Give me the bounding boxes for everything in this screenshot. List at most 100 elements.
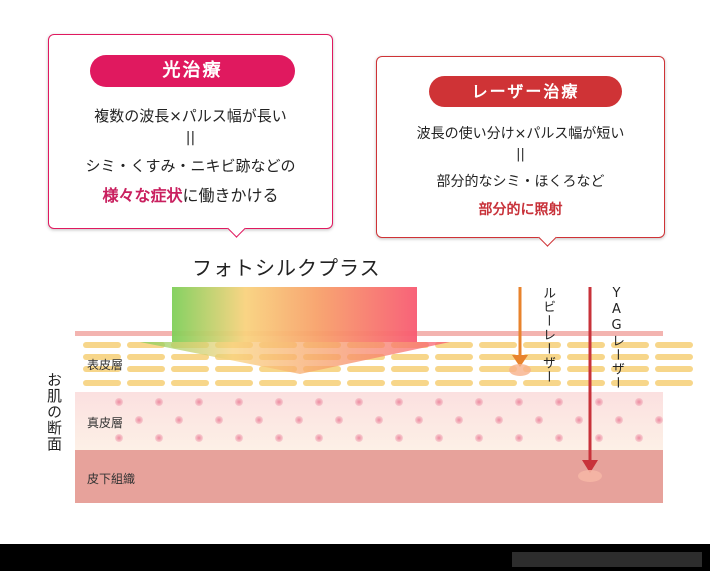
epidermis-cell [611,342,649,348]
dermis-cell [295,416,303,424]
epidermis-cell [127,354,165,360]
dermis-cell [355,434,363,442]
epidermis-cell [655,354,693,360]
dermis-cell [115,398,123,406]
dermis-cell [115,434,123,442]
dermis-cell [175,416,183,424]
dermis-cell [335,416,343,424]
ruby-laser-label: ルビーレーザー [540,286,555,384]
epidermis-cell [567,380,605,386]
dermis-cell [475,398,483,406]
light-therapy-callout: 光治療 複数の波長×パルス幅が長い || シミ・くすみ・ニキビ跡などの 様々な症… [48,34,333,238]
dermis-cell [135,416,143,424]
dermis-cell [555,434,563,442]
dermis-cell [555,398,563,406]
light-therapy-line4: 様々な症状に働きかける [49,182,332,206]
dermis-cell [475,434,483,442]
epidermis-cell [479,380,517,386]
light-therapy-line1: 複数の波長×パルス幅が長い [94,107,287,125]
epidermis-cell [655,380,693,386]
epidermis-cell [391,380,429,386]
epidermis-cell [479,354,517,360]
dermis-cell [635,398,643,406]
light-therapy-line4-rest: に働きかける [182,186,279,205]
yag-laser-label: YAGレーザー [609,286,624,390]
epidermis-cell [435,380,473,386]
epidermis-cell [171,354,209,360]
laser-therapy-line1: 波長の使い分け×パルス幅が短い [416,126,625,142]
epidermis-cell [655,366,693,372]
dermis-cell [655,416,663,424]
epidermis-cell [83,354,121,360]
dermis-cell [395,434,403,442]
dermis-cell [235,434,243,442]
subcutaneous-label: 皮下組織 [87,472,136,486]
epidermis-cell [435,366,473,372]
skin-section-label: お肌の断面 [45,372,63,452]
dermis-layer [75,392,663,450]
epidermis-cell [83,342,121,348]
light-therapy-line3: シミ・くすみ・ニキビ跡などの [85,157,296,175]
epidermis-cell [655,342,693,348]
laser-therapy-highlight: 部分的に照射 [478,202,563,218]
dermis-cell [275,434,283,442]
light-therapy-title: 光治療 [90,55,295,87]
dermis-cell [235,398,243,406]
epidermis-cell [479,342,517,348]
epidermis-cell [391,354,429,360]
dermis-cell [595,398,603,406]
epidermis-cell [391,366,429,372]
dermis-cell [215,416,223,424]
epidermis-cell [171,366,209,372]
dermis-cell [615,416,623,424]
epidermis-label: 表皮層 [87,358,124,372]
epidermis-cell [83,366,121,372]
epidermis-cell [435,342,473,348]
dermis-cell [275,398,283,406]
dermis-cell [255,416,263,424]
dermis-cell [415,416,423,424]
epidermis-cell [215,366,253,372]
epidermis-cell [523,354,561,360]
dermis-cell [515,398,523,406]
dermis-cell [315,434,323,442]
epidermis-cell [479,366,517,372]
light-therapy-highlight: 様々な症状 [102,186,183,205]
epidermis-cell [567,366,605,372]
epidermis-cell [259,380,297,386]
epidermis-cell [523,380,561,386]
dermis-cell [595,434,603,442]
bottom-bar [0,544,710,571]
epidermis-cell [611,380,649,386]
epidermis-cell [83,380,121,386]
dermis-cell [535,416,543,424]
dermis-cell [635,434,643,442]
epidermis-cell [567,342,605,348]
laser-therapy-title: レーザー治療 [429,76,622,107]
dermis-cell [455,416,463,424]
epidermis-cell [523,342,561,348]
epidermis-cell [127,380,165,386]
epidermis-cell [347,380,385,386]
dermis-cell [495,416,503,424]
dermis-cell [375,416,383,424]
dermis-cell [155,398,163,406]
laser-therapy-callout: レーザー治療 波長の使い分け×パルス幅が短い || 部分的なシミ・ほくろなど 部… [376,56,665,247]
dermis-cell [515,434,523,442]
laser-therapy-equals: || [516,147,525,162]
epidermis-cell [215,380,253,386]
epidermis-cell [435,354,473,360]
epidermis-cell [347,366,385,372]
epidermis-cell [303,380,341,386]
epidermis-cell [171,380,209,386]
dermis-cell [195,398,203,406]
epidermis-cell [611,366,649,372]
epidermis-cell [127,342,165,348]
dermis-cell [575,416,583,424]
epidermis-cell [523,366,561,372]
epidermis-cell [567,354,605,360]
dermis-cell [395,398,403,406]
dermis-label: 真皮層 [87,416,124,430]
dermis-cell [435,398,443,406]
dermis-cell [155,434,163,442]
